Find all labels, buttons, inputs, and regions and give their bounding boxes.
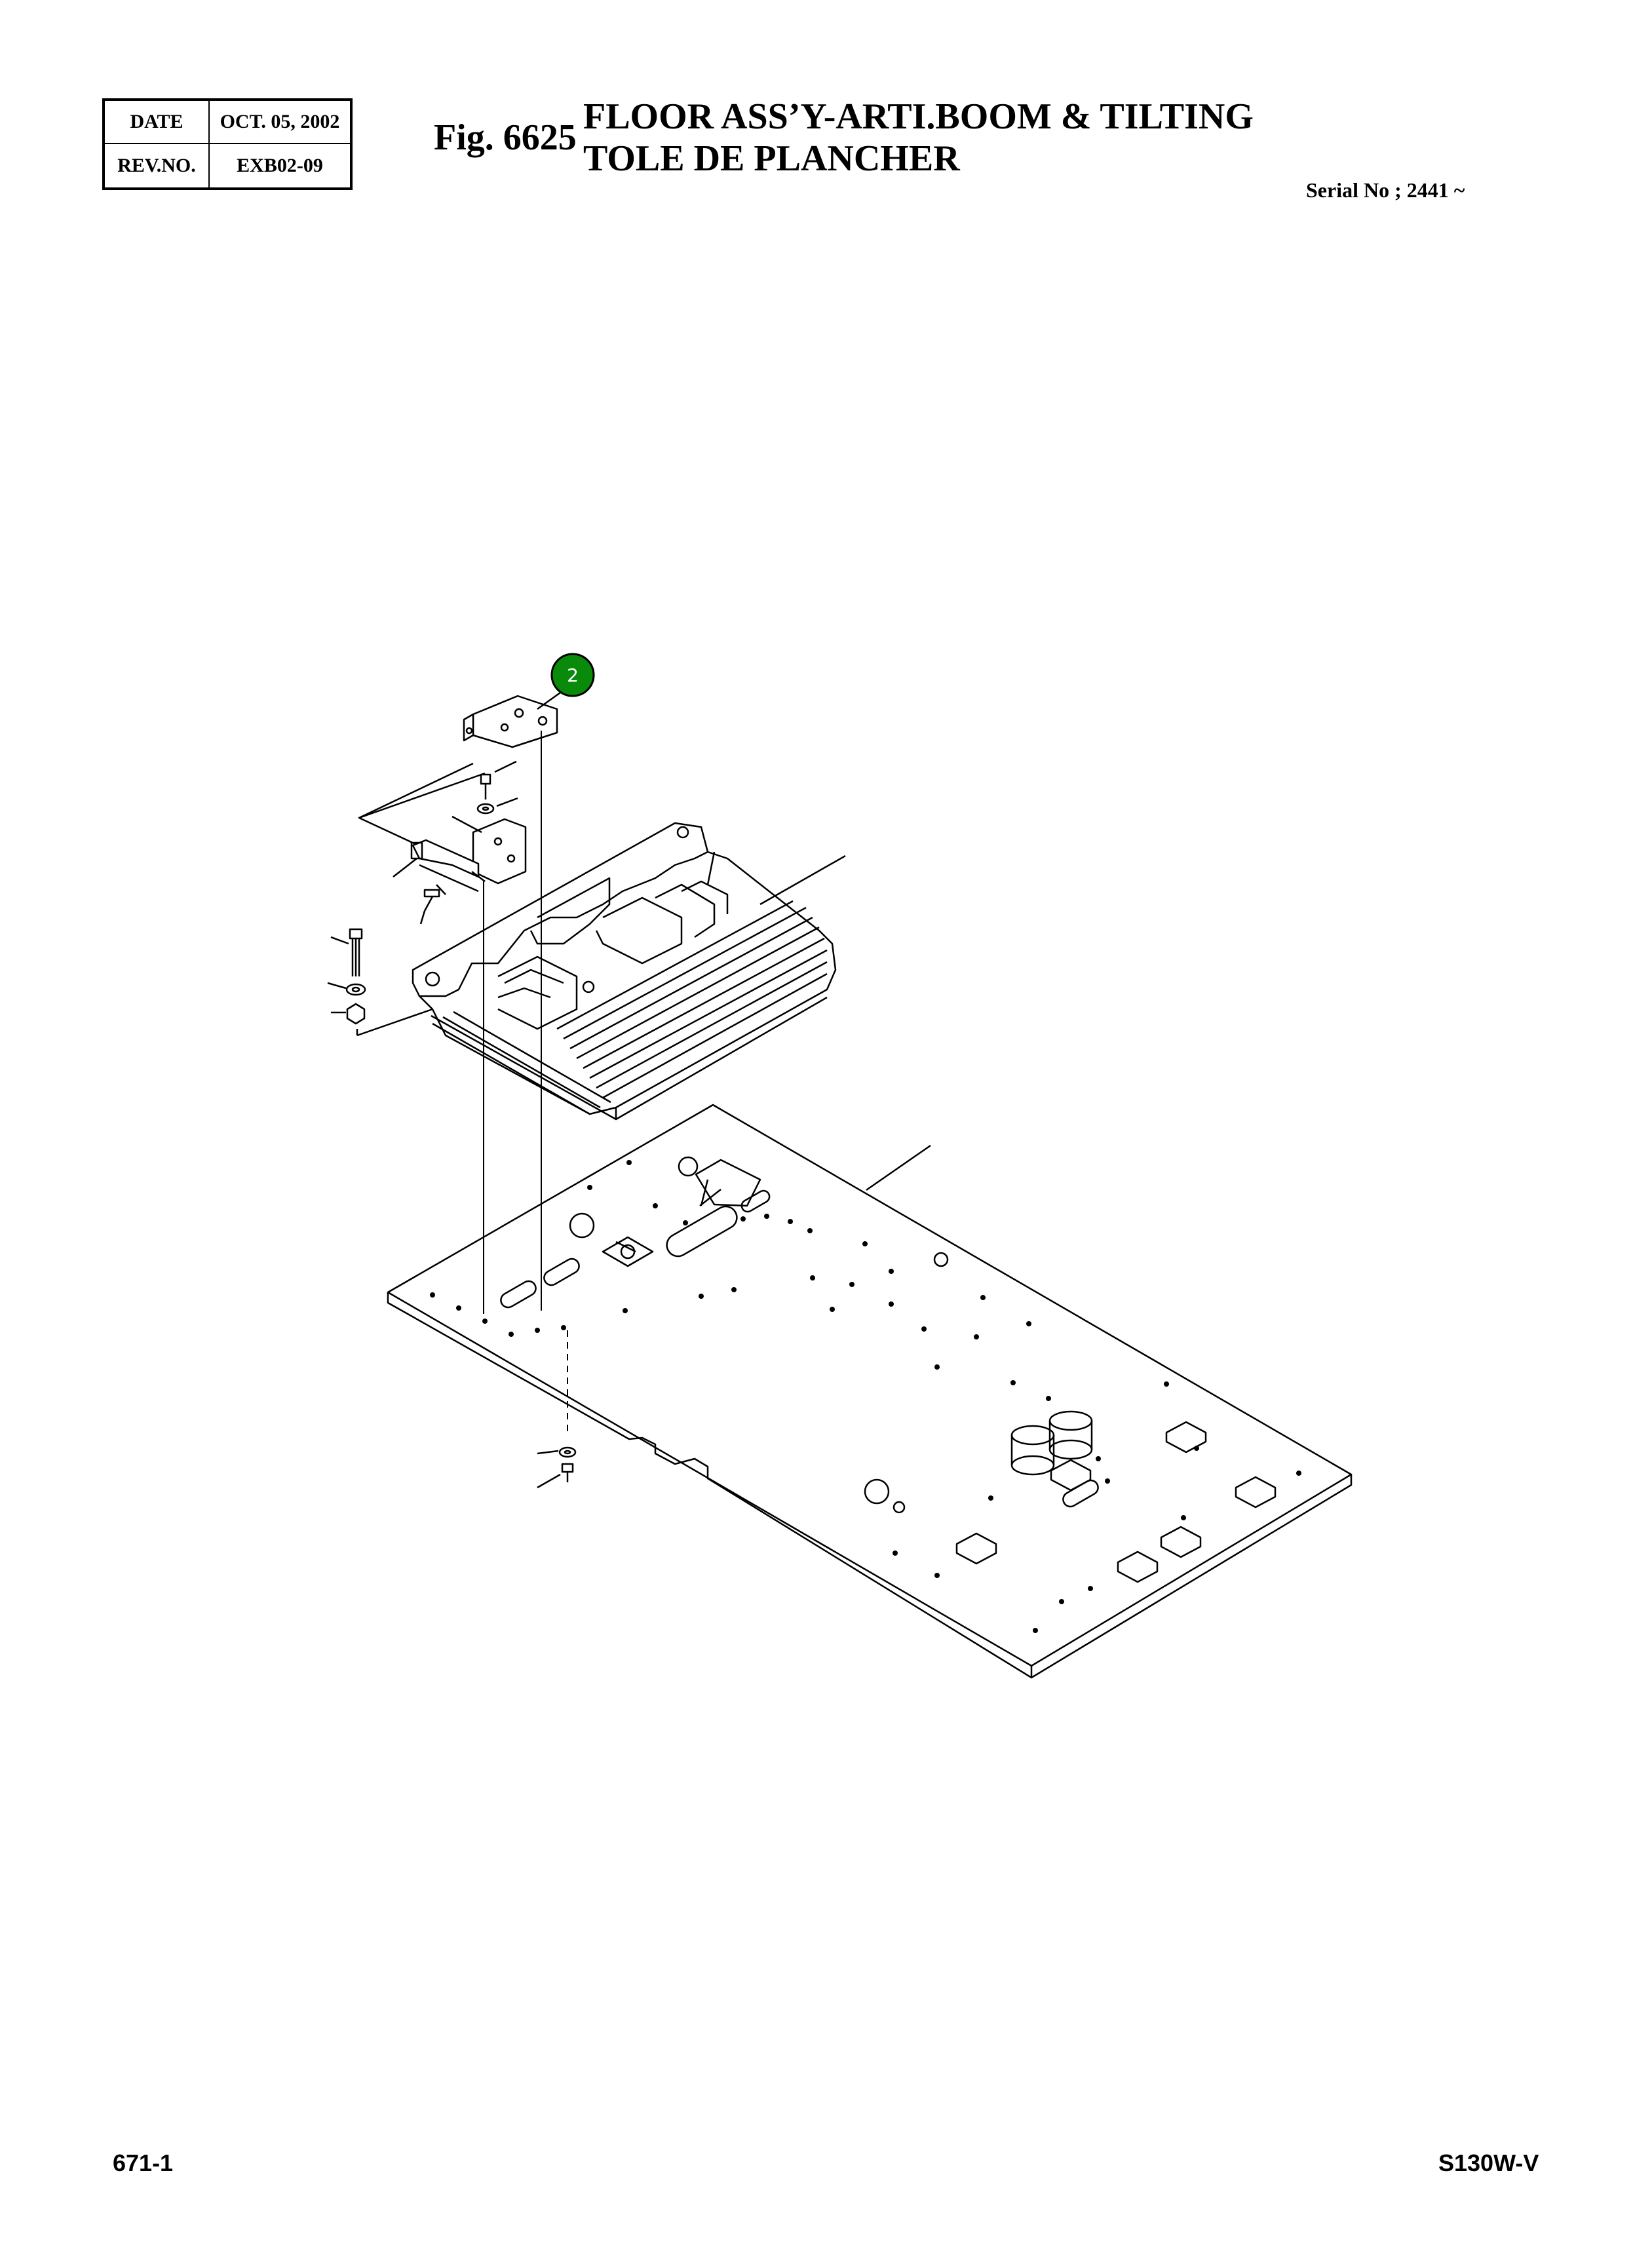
floor-mat [412, 822, 846, 1121]
date-label: DATE [105, 101, 210, 144]
figure-number: Fig. 6625 [434, 117, 577, 158]
mounting-holes [430, 1160, 1301, 1633]
callout-2[interactable]: 2 [537, 653, 595, 710]
figure-title-french: TOLE DE PLANCHER [583, 138, 960, 179]
rev-value: EXB02-09 [237, 155, 323, 176]
long-bolt-set [327, 928, 433, 1037]
model-name: S130W-V [1438, 2149, 1539, 2176]
floor-base-plate [387, 1104, 1353, 1679]
date-value: OCT. 05, 2002 [210, 101, 350, 144]
callout-2-label: 2 [567, 664, 579, 686]
hinge-bracket [451, 815, 527, 885]
bottom-bolt-set [537, 1446, 577, 1489]
bolt-small [476, 760, 518, 815]
cylinder-bosses [1010, 1410, 1093, 1476]
serial-number: Serial No ; 2441 ~ [1306, 178, 1465, 202]
bracket-plate [463, 695, 558, 748]
figure-title-english: FLOOR ASS’Y-ARTI.BOOM & TILTING [583, 96, 1254, 137]
rev-label: REV.NO. [105, 144, 210, 187]
alignment-lines [483, 731, 568, 1435]
latch-assembly [393, 839, 486, 925]
page-number: 671-1 [113, 2149, 174, 2176]
revision-table: DATE OCT. 05, 2002 REV.NO. EXB02-09 [102, 98, 353, 190]
